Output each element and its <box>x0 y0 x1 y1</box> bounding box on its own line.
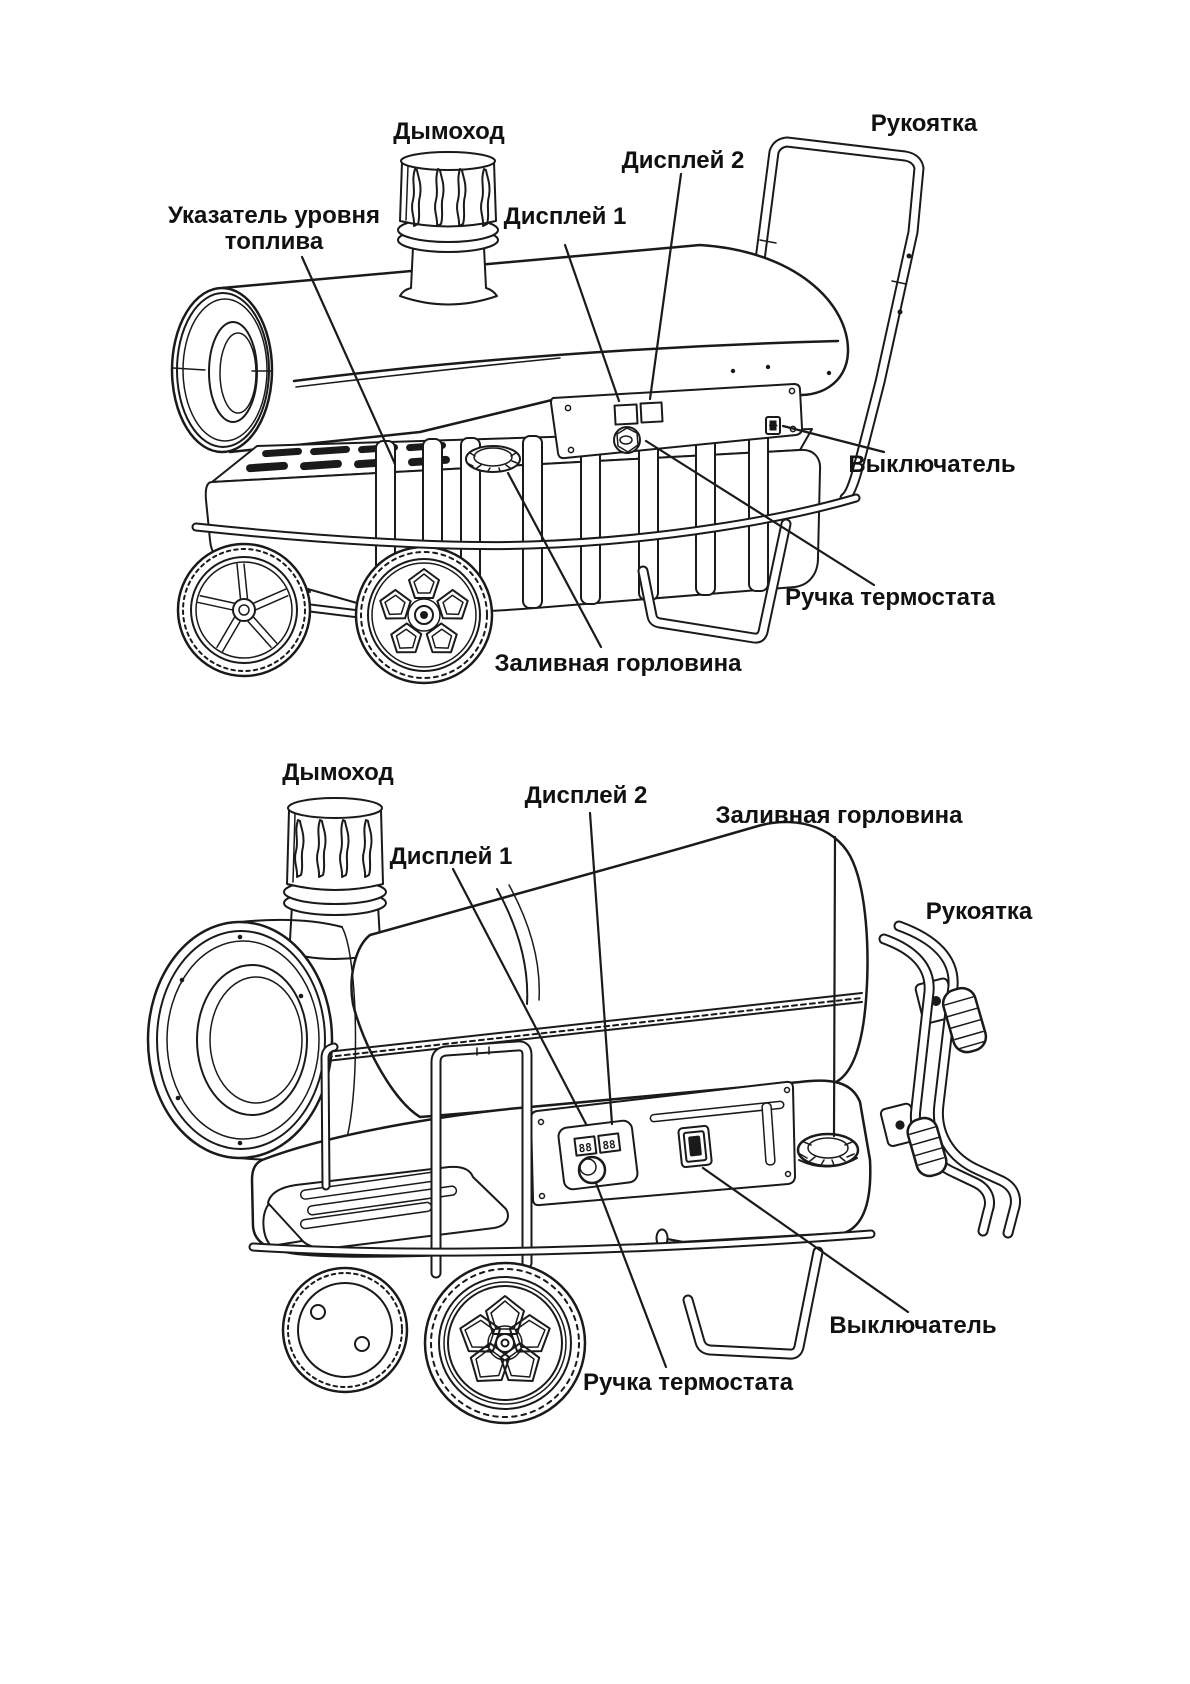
top-bumper-rail <box>191 493 861 551</box>
top-tank-straps <box>375 428 769 615</box>
label-top-display1: Дисплей 1 <box>503 203 627 230</box>
bottom-support-bracket <box>682 1246 824 1360</box>
top-fuel-cap <box>465 445 521 473</box>
bottom-step-platform <box>262 1165 509 1250</box>
label-top-chimney: Дымоход <box>393 118 505 145</box>
label-top-filler-neck: Заливная горловина <box>494 650 742 677</box>
top-support-bracket <box>637 518 792 644</box>
bottom-clamp-knob-2 <box>906 1116 948 1178</box>
top-leader-lines <box>300 172 886 649</box>
bottom-main-wheel <box>423 1261 587 1425</box>
label-top-handle: Рукоятка <box>870 110 978 137</box>
label-top-fuel-level-indicator: Указатель уровня топлива <box>167 202 380 255</box>
top-barrel <box>220 243 850 454</box>
top-display-1 <box>613 403 639 426</box>
bottom-display-1 <box>573 1135 598 1157</box>
label-top-display2: Дисплей 2 <box>621 147 745 174</box>
bottom-display-2 <box>597 1132 622 1154</box>
bottom-frame-handle <box>430 1040 533 1279</box>
top-thermostat-knob <box>613 426 641 454</box>
label-top-thermostat-knob: Ручка термостата <box>784 584 996 611</box>
label-top-power-switch: Выключатель <box>848 451 1016 478</box>
label-bottom-display2: Дисплей 2 <box>524 782 648 809</box>
top-outlet-ring <box>170 286 274 454</box>
display1-digits: 88 <box>578 1141 593 1156</box>
bottom-bumper-rail <box>248 1229 876 1257</box>
display2-digits: 88 <box>602 1138 617 1153</box>
bottom-clamp-knob-1 <box>941 986 988 1054</box>
bottom-far-tube <box>320 1042 339 1191</box>
top-control-panel <box>550 383 803 460</box>
bottom-far-wheel <box>281 1266 409 1394</box>
top-chimney <box>397 151 499 306</box>
bottom-power-switch <box>677 1124 713 1169</box>
bottom-trim-band <box>298 992 863 1065</box>
bottom-thermostat-knob <box>577 1155 607 1185</box>
top-power-switch <box>765 416 781 435</box>
figure-top-art <box>170 136 925 685</box>
top-right-wheel <box>354 545 494 685</box>
top-display-2 <box>639 401 664 424</box>
bottom-leader-lines <box>451 811 910 1369</box>
label-bottom-thermostat-knob: Ручка термостата <box>582 1369 794 1396</box>
top-handle-frame <box>751 136 925 504</box>
bottom-fuel-cap <box>796 1132 860 1168</box>
figure-bottom-art: 88 88 <box>146 797 1021 1425</box>
bottom-chimney <box>276 797 394 960</box>
label-bottom-handle: Рукоятка <box>925 898 1033 925</box>
label-bottom-filler-neck: Заливная горловина <box>715 802 963 829</box>
label-bottom-chimney: Дымоход <box>282 759 394 786</box>
bottom-control-panel: 88 88 <box>530 1080 796 1207</box>
bottom-outlet-ring <box>146 918 357 1161</box>
label-bottom-power-switch: Выключатель <box>829 1312 997 1339</box>
bottom-handle <box>878 920 1021 1239</box>
top-left-wheel <box>176 542 312 678</box>
label-bottom-display1: Дисплей 1 <box>389 843 513 870</box>
